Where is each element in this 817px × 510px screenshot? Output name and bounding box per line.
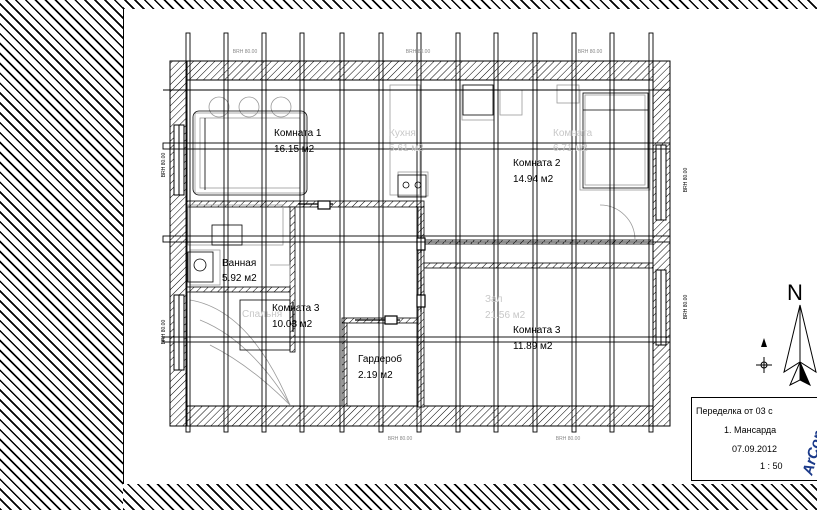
north-arrow: N — [756, 280, 817, 387]
room-labels: Комната 1 16.15 м2 Комната 2 14.94 м2 Ва… — [222, 128, 561, 381]
rafter-9 — [493, 32, 499, 433]
room-name: Ванная — [222, 258, 256, 269]
room-label-komnata-1[interactable]: Комната 1 16.15 м2 — [274, 128, 322, 155]
room-name: Комната 2 — [513, 158, 561, 169]
ghost-label-kitchen: Кухня — [389, 128, 416, 139]
rafter-2 — [223, 32, 229, 433]
arcon-logo-text: ArCon — [799, 428, 817, 478]
rafter-13 — [648, 32, 654, 433]
rafters — [185, 32, 654, 433]
rafter-7 — [416, 32, 422, 433]
room-area: 11.89 м2 — [513, 341, 553, 352]
windows — [173, 124, 667, 371]
room-area: 14.94 м2 — [513, 174, 554, 185]
title-block[interactable]: Переделка от 03 с 1. Мансарда 07.09.2012… — [691, 397, 817, 481]
ghost-label-hall-area: 21.56 м2 — [485, 310, 526, 321]
ghost-label-bedroom: Спальня — [242, 309, 282, 320]
room-name: Комната 3 — [272, 303, 320, 314]
rafter-5 — [339, 32, 345, 433]
room-label-komnata-2[interactable]: Комната 2 14.94 м2 — [513, 158, 561, 185]
window-tag-right-top: BRH 80.00 — [683, 168, 689, 193]
room-name: Комната 3 — [513, 325, 561, 336]
background-hatch-top — [123, 0, 817, 9]
ghost-label-kitchen-area: 5.61 м2 — [389, 143, 424, 154]
title-block-project: Переделка от 03 с — [696, 406, 773, 416]
ghost-label-room-right: Комната — [553, 128, 593, 139]
rafter-11 — [571, 32, 577, 433]
ghost-label-room-right-area: 6.71 м2 — [553, 143, 588, 154]
rafter-4 — [299, 32, 305, 433]
purlins — [162, 89, 671, 343]
window-tag-bottom-1: BRH 80.00 — [388, 436, 413, 442]
window-tag-left-top: BRH 80.00 — [161, 153, 167, 178]
room-area: 5.92 м2 — [222, 273, 257, 284]
room-name: Комната 1 — [274, 128, 322, 139]
rafter-10 — [532, 32, 538, 433]
window-tag-left-bottom: BRH 80.00 — [161, 320, 167, 345]
window-tag-right-bottom: BRH 80.00 — [683, 295, 689, 320]
room-label-komnata-3-left[interactable]: Комната 3 10.03 м2 — [272, 303, 320, 330]
room-area: 2.19 м2 — [358, 370, 393, 381]
background-hatch-left — [0, 0, 123, 510]
background-hatch-bottom — [123, 484, 817, 510]
furniture-faint — [187, 84, 651, 406]
furniture-dark — [187, 84, 649, 351]
rafter-3 — [261, 32, 267, 433]
title-block-floor: 1. Мансарда — [724, 425, 777, 435]
ghost-label-hall: Зал — [485, 294, 503, 305]
title-block-date: 07.09.2012 — [732, 444, 778, 454]
rafter-8 — [455, 32, 461, 433]
rafter-6 — [378, 32, 384, 433]
window-tags: BRH 80.00 BRH 80.00 BRH 80.00 BRH 80.00 … — [161, 49, 689, 442]
room-area: 16.15 м2 — [274, 144, 315, 155]
rafter-1 — [185, 32, 191, 433]
window-tag-bottom-2: BRH 80.00 — [556, 436, 581, 442]
room-label-garderob[interactable]: Гардероб 2.19 м2 — [358, 353, 402, 381]
rafter-12 — [609, 32, 615, 433]
north-label: N — [787, 280, 803, 305]
arcon-logo: ArCon — [799, 428, 817, 478]
room-label-vannaya[interactable]: Ванная 5.92 м2 — [222, 258, 257, 284]
room-name: Гардероб — [358, 353, 402, 365]
room-area: 10.03 м2 — [272, 319, 313, 330]
window-tag-top-2: BRH 80.00 — [406, 49, 431, 55]
window-tag-top-3: BRH 80.00 — [578, 49, 603, 55]
title-block-scale: 1 : 50 — [760, 461, 783, 471]
ghost-labels: Кухня 5.61 м2 Комната 6.71 м2 Зал 21.56 … — [242, 128, 593, 321]
room-label-komnata-3-right[interactable]: Комната 3 11.89 м2 — [513, 325, 561, 352]
window-tag-top-1: BRH 80.00 — [233, 49, 258, 55]
